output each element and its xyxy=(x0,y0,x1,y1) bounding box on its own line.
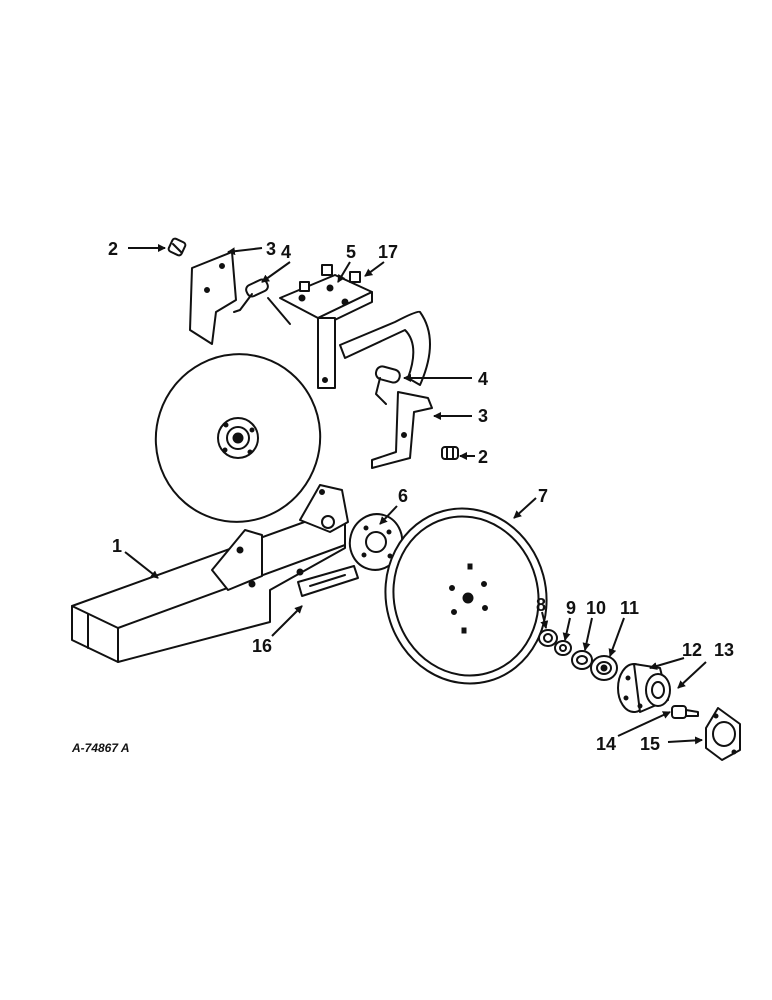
pin-upper xyxy=(233,278,291,325)
callout-1: 1 xyxy=(112,536,122,556)
scraper-mounting-bracket xyxy=(279,264,373,389)
callout-8: 8 xyxy=(536,595,546,615)
disc-blade-front xyxy=(384,507,548,685)
callout-2-upper: 2 xyxy=(108,239,118,259)
dust-cap xyxy=(705,707,741,761)
opener-frame xyxy=(71,484,349,663)
pin-lower xyxy=(374,365,401,405)
callout-9: 9 xyxy=(566,598,576,618)
callout-13: 13 xyxy=(714,640,734,660)
callout-15: 15 xyxy=(640,734,660,754)
callout-10: 10 xyxy=(586,598,606,618)
hub xyxy=(617,663,671,713)
nut-upper xyxy=(167,237,187,257)
callout-16: 16 xyxy=(252,636,272,656)
spacer-plate xyxy=(297,565,359,597)
callout-2-lower: 2 xyxy=(478,447,488,467)
scraper-lower xyxy=(371,391,433,469)
callout-11: 11 xyxy=(620,598,639,618)
scraper-blade-curved xyxy=(339,310,431,386)
leader-lines xyxy=(124,244,707,745)
callout-3-upper: 3 xyxy=(266,239,276,259)
bearing-11 xyxy=(590,655,618,681)
callout-labels: 2 3 4 5 17 4 3 2 1 6 7 8 9 10 11 12 13 1… xyxy=(108,239,734,754)
bolt xyxy=(671,705,699,719)
figure-reference: A-74867 A xyxy=(71,741,130,755)
washer-10 xyxy=(571,650,593,670)
callout-6: 6 xyxy=(398,486,408,506)
scraper-upper xyxy=(189,251,237,345)
callout-3-lower: 3 xyxy=(478,406,488,426)
nut-8 xyxy=(538,629,558,647)
callout-4-lower: 4 xyxy=(478,369,488,389)
callout-4-upper: 4 xyxy=(281,242,291,262)
callout-7: 7 xyxy=(538,486,548,506)
callout-17: 17 xyxy=(378,242,398,262)
callout-14: 14 xyxy=(596,734,616,754)
callout-5: 5 xyxy=(346,242,356,262)
disc-blade-rear xyxy=(154,353,322,523)
nut-lower xyxy=(441,446,459,460)
washer-9 xyxy=(554,640,572,656)
callout-12: 12 xyxy=(682,640,702,660)
